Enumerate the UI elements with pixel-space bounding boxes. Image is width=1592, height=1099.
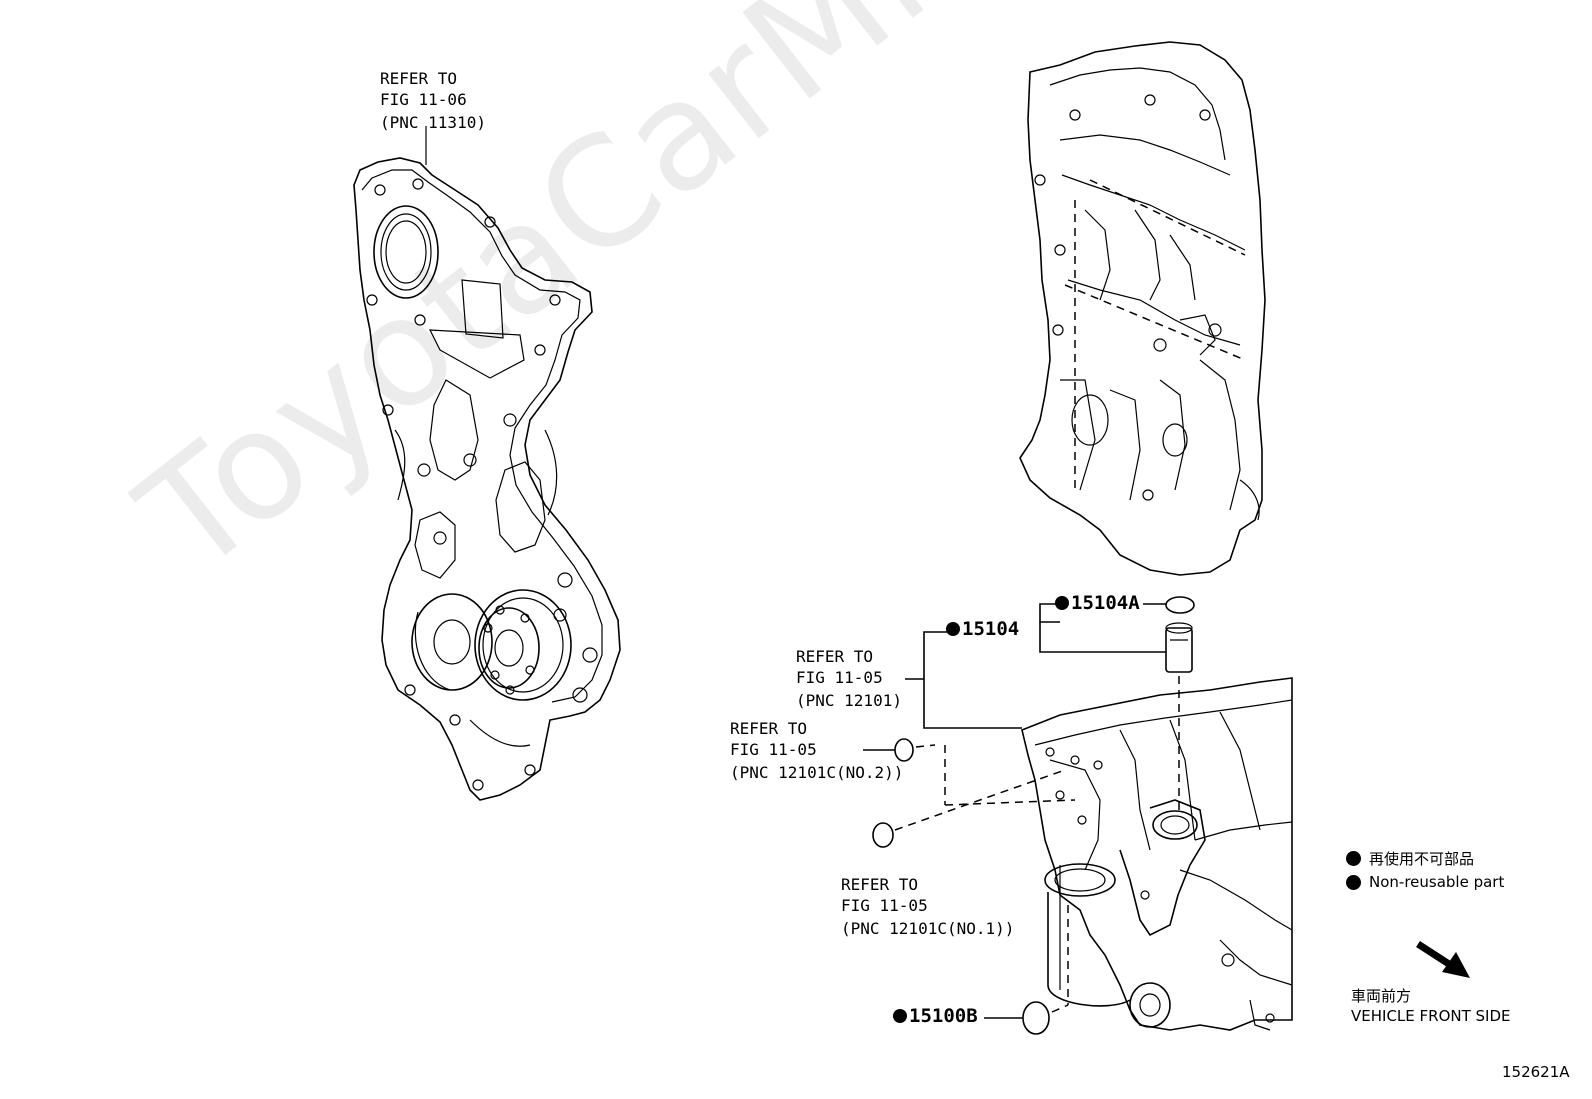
legend-label: 再使用不可部品: [1369, 850, 1475, 868]
ref-pnc-12101c-no1: REFER TO FIG 11-05 (PNC 12101C(NO.1)): [841, 874, 1014, 939]
front-label-en: VEHICLE FRONT SIDE: [1351, 1007, 1511, 1025]
ref-line: FIG 11-05: [796, 668, 883, 687]
ref-line: (PNC 12101): [796, 691, 902, 710]
ref-line: (PNC 12101C(NO.1)): [841, 919, 1015, 938]
front-label-jp: 車両前方: [1351, 987, 1412, 1005]
non-reusable-dot-icon: [893, 1009, 907, 1023]
ref-line: FIG 11-06: [380, 90, 467, 109]
part-number-label: 15104: [962, 618, 1020, 640]
cylinder-block-drawing: [1019, 41, 1266, 576]
leader-lines: [863, 603, 1166, 1019]
ref-pnc-12101c-no2: REFER TO FIG 11-05 (PNC 12101C(NO.2)): [730, 718, 903, 783]
legend-label: Non-reusable part: [1369, 873, 1505, 891]
part-number-label: 15104A: [1071, 592, 1140, 614]
part-15100b[interactable]: 15100B: [893, 1005, 978, 1027]
part-number-label: 15100B: [909, 1005, 978, 1027]
ref-line: FIG 11-05: [730, 740, 817, 759]
ref-line: FIG 11-05: [841, 896, 928, 915]
part-15104[interactable]: 15104: [946, 618, 1019, 640]
ref-line: REFER TO: [796, 647, 874, 666]
ref-pnc-12101: REFER TO FIG 11-05 (PNC 12101): [796, 646, 902, 711]
ref-timing-cover: REFER TO FIG 11-06 (PNC 11310): [380, 68, 486, 133]
ref-line: REFER TO: [380, 69, 458, 88]
part-15104a[interactable]: 15104A: [1055, 592, 1140, 614]
ref-line: REFER TO: [730, 719, 808, 738]
legend-en: Non-reusable part: [1346, 873, 1504, 891]
ref-line: (PNC 12101C(NO.2)): [730, 763, 904, 782]
ref-line: (PNC 11310): [380, 113, 486, 132]
non-reusable-dot-icon: [946, 622, 960, 636]
oil-pan-drawing: [872, 596, 1293, 1035]
non-reusable-dot-icon: [1346, 874, 1361, 890]
non-reusable-dot-icon: [1346, 851, 1361, 866]
front-arrow-icon: [1416, 941, 1470, 978]
non-reusable-dot-icon: [1055, 596, 1069, 610]
timing-cover-drawing: [353, 126, 621, 801]
legend-jp: 再使用不可部品: [1346, 848, 1474, 869]
vehicle-front-label: 車両前方 VEHICLE FRONT SIDE: [1351, 986, 1511, 1026]
drawing-code: 152621A: [1502, 1063, 1570, 1081]
ref-line: REFER TO: [841, 875, 919, 894]
